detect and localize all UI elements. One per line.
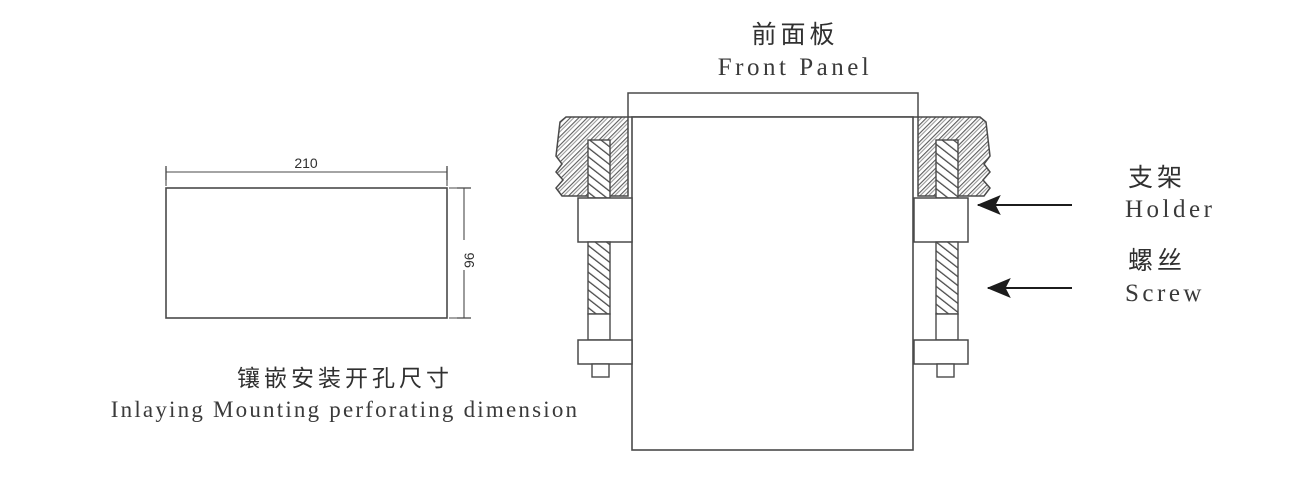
- dim-text-gap: [452, 240, 467, 270]
- screw-label-en: Screw: [1125, 280, 1205, 307]
- cutout-caption-en: Inlaying Mounting perforating dimension: [110, 397, 580, 422]
- screw-assembly-right: [913, 139, 969, 378]
- screw-shank-left: [587, 313, 611, 341]
- device-bezel: [627, 92, 919, 118]
- assembly-cross-section: [555, 92, 1072, 451]
- screw-nut-left: [591, 363, 610, 378]
- cutout-dimension-figure: [165, 166, 471, 319]
- cutout-height-dimension: 96: [461, 252, 477, 268]
- screw-thread-upper-right: [935, 139, 959, 199]
- front-panel-title-en: Front Panel: [717, 54, 873, 81]
- screw-thread-upper-left: [587, 139, 611, 199]
- holder-bracket-upper-right: [913, 197, 969, 243]
- screw-nut-right: [936, 363, 955, 378]
- holder-bracket-upper-left: [577, 197, 633, 243]
- screw-label-zh: 螺丝: [1128, 246, 1187, 275]
- cutout-rectangle: [165, 187, 448, 319]
- holder-bracket-lower-left: [577, 339, 633, 365]
- screw-shank-right: [935, 313, 959, 341]
- screw-assembly-left: [577, 139, 633, 378]
- screw-thread-main-left: [587, 241, 611, 315]
- cutout-caption-zh: 镶嵌安装开孔尺寸: [237, 366, 453, 392]
- screw-thread-main-right: [935, 241, 959, 315]
- device-body: [631, 116, 914, 451]
- front-panel-title-zh: 前面板: [751, 20, 839, 49]
- holder-bracket-lower-right: [913, 339, 969, 365]
- holder-label-en: Holder: [1125, 196, 1216, 223]
- holder-label-zh: 支架: [1128, 163, 1187, 192]
- cutout-width-dimension: 210: [294, 155, 318, 171]
